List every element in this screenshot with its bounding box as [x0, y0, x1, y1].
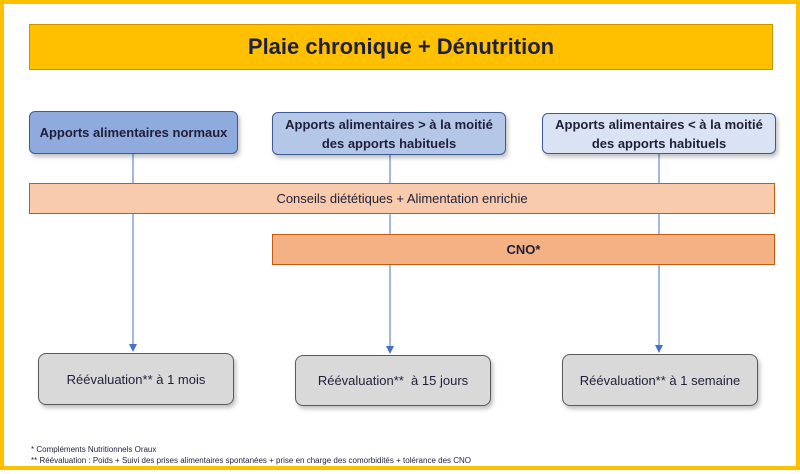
category-label-line1: Apports alimentaires < à la moitié [555, 116, 763, 132]
band-cno: CNO* [272, 234, 775, 265]
band-label: CNO* [506, 242, 541, 257]
category-below-half-intake: Apports alimentaires < à la moitié des a… [542, 113, 776, 154]
category-normal-intake: Apports alimentaires normaux [29, 111, 238, 154]
reevaluation-label: Réévaluation** à 1 semaine [579, 372, 741, 388]
footnote-reevaluation: ** Réévaluation : Poids + Suivi des pris… [31, 456, 472, 465]
reevaluation-label: Réévaluation** à 1 mois [66, 371, 206, 387]
reevaluation-label: Réévaluation** à 15 jours [317, 373, 469, 388]
category-label: Apports alimentaires normaux [39, 125, 228, 140]
reevaluation-15-days: Réévaluation** à 15 jours [295, 355, 491, 406]
footnote-cno: * Compléments Nutritionnels Oraux [31, 445, 157, 454]
band-label: Conseils diététiques + Alimentation enri… [276, 191, 528, 206]
category-label-line2: des apports habituels [321, 135, 457, 151]
footnotes: * Compléments Nutritionnels Oraux ** Réé… [31, 444, 771, 466]
category-label-line1: Apports alimentaires > à la moitié [285, 116, 493, 132]
category-label-line2: des apports habituels [591, 135, 727, 151]
reevaluation-1-week: Réévaluation** à 1 semaine [562, 354, 758, 406]
reevaluation-1-month: Réévaluation** à 1 mois [38, 353, 234, 405]
category-above-half-intake: Apports alimentaires > à la moitié des a… [272, 112, 506, 155]
title-text: Plaie chronique + Dénutrition [247, 34, 555, 59]
band-dietary-advice: Conseils diététiques + Alimentation enri… [29, 183, 775, 214]
diagram-title: Plaie chronique + Dénutrition [29, 24, 773, 70]
